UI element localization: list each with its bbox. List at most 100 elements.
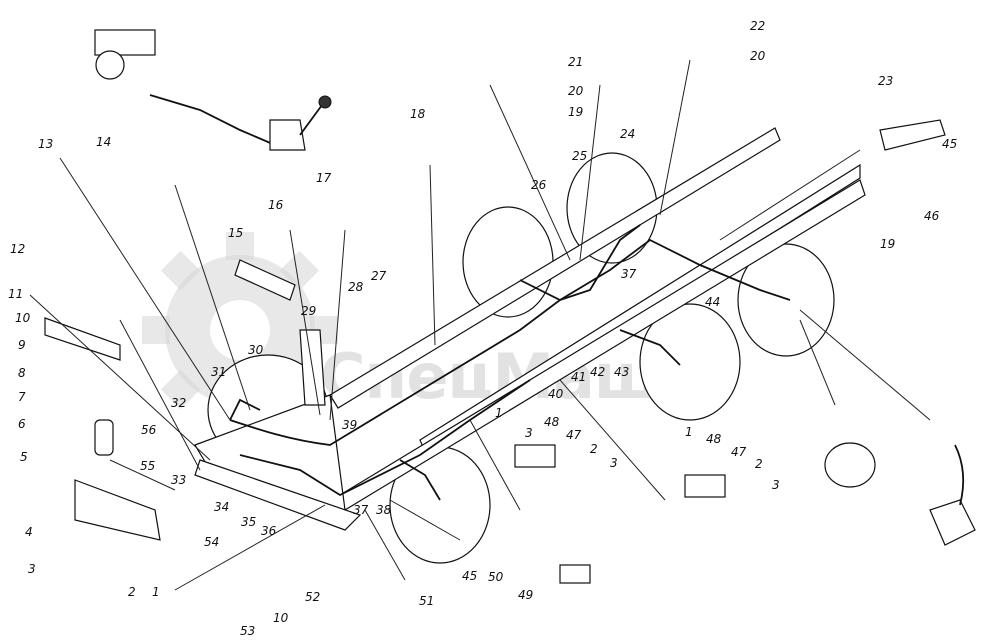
callout-label: 28 [348, 280, 364, 294]
callout-label: 16 [268, 198, 284, 212]
callout-label: 2 [128, 585, 136, 599]
front-bumper [194, 459, 362, 531]
tee-fitting-rear [684, 474, 726, 498]
callout-label: 27 [371, 269, 387, 283]
callout-label: 12 [10, 242, 25, 256]
callout-label: 43 [614, 365, 629, 379]
lever-knob [318, 95, 332, 109]
callout-label: 52 [305, 590, 320, 604]
callout-label: 40 [548, 387, 564, 401]
callout-label: 10 [15, 311, 31, 325]
callout-label: 47 [731, 445, 747, 459]
hand-brake-bracket [269, 119, 306, 151]
exploded-parts [44, 29, 976, 584]
callout-label: 54 [204, 535, 219, 549]
callout-label: 11 [8, 287, 23, 301]
callout-label: 20 [750, 49, 766, 63]
brake-lines [149, 94, 791, 501]
callout-label: 25 [572, 149, 587, 163]
callout-label: 6 [18, 417, 26, 431]
callout-label: 22 [750, 19, 765, 33]
wheel-rear-right-1 [639, 303, 741, 421]
hose-fitting [94, 419, 114, 456]
control-line [149, 94, 276, 146]
callout-label: 47 [566, 428, 582, 442]
callout-label: 17 [316, 171, 332, 185]
callout-label: 2 [755, 457, 763, 471]
flexible-hose [954, 444, 965, 506]
wheel-rear-right-2 [737, 243, 835, 357]
callout-label: 19 [568, 105, 583, 119]
crossmember-bracket [879, 119, 946, 151]
hose-end [559, 564, 591, 584]
callout-label: 42 [590, 365, 605, 379]
callout-label: 20 [568, 84, 584, 98]
callout-label: 34 [214, 500, 229, 514]
callout-label: 33 [171, 473, 186, 487]
callout-label: 48 [706, 432, 722, 446]
callout-label: 49 [518, 588, 533, 602]
callout-label: 36 [261, 524, 277, 538]
callout-label: 19 [880, 237, 895, 251]
callout-label: 9 [18, 338, 26, 352]
callout-label: 26 [531, 178, 547, 192]
callout-label: 18 [410, 107, 426, 121]
hand-brake-lever [299, 104, 323, 136]
brake-caliper [929, 499, 976, 546]
callout-label: 4 [25, 525, 33, 539]
callout-label: 38 [376, 503, 392, 517]
callout-label: 10 [273, 611, 289, 625]
front-right-brake-line [399, 459, 441, 501]
callout-label: 21 [568, 55, 583, 69]
callout-label: 50 [488, 570, 504, 584]
callout-label: 2 [590, 442, 598, 456]
tee-fitting-front [514, 444, 556, 468]
brake-hose [234, 259, 296, 301]
mounting-bracket [44, 317, 121, 361]
rear-right-brake-line [619, 329, 681, 366]
callout-label: 1 [495, 406, 503, 420]
callout-label: 1 [152, 585, 160, 599]
callout-label: 23 [878, 74, 893, 88]
callout-label: 1 [685, 425, 693, 439]
callout-label: 30 [248, 343, 264, 357]
callout-label: 35 [241, 515, 256, 529]
valve-bracket [94, 29, 156, 56]
callout-label: 3 [610, 456, 618, 470]
callout-label: 3 [772, 478, 780, 492]
front-left-brake-line [229, 398, 261, 421]
bracket-plate [74, 479, 161, 541]
callout-label: 31 [211, 365, 226, 379]
callout-label: 46 [924, 209, 940, 223]
callout-label: 53 [240, 624, 255, 638]
callout-label: 51 [419, 594, 434, 608]
callout-label: 8 [18, 366, 26, 380]
leader-lines [29, 59, 931, 591]
callout-label: 37 [353, 503, 369, 517]
callout-labels: 1 1 1 2 2 2 3 3 3 3 4 5 6 7 8 9 10 10 11… [8, 19, 957, 638]
callout-label: 37 [621, 267, 637, 281]
callout-label: 32 [171, 396, 186, 410]
brake-chamber [824, 442, 876, 488]
brake-valve [95, 50, 125, 80]
callout-label: 29 [301, 304, 316, 318]
callout-label: 48 [544, 415, 560, 429]
callout-label: 45 [462, 569, 477, 583]
callout-label: 41 [571, 370, 586, 384]
callout-label: 45 [942, 137, 957, 151]
callout-label: 56 [141, 423, 157, 437]
callout-label: 3 [28, 562, 36, 576]
callout-label: 24 [620, 127, 635, 141]
callout-label: 15 [228, 226, 243, 240]
callout-label: 7 [18, 390, 26, 404]
callout-label: 14 [96, 135, 111, 149]
callout-label: 39 [342, 418, 357, 432]
callout-label: 13 [38, 137, 53, 151]
callout-label: 44 [705, 295, 720, 309]
main-brake-line [229, 238, 791, 446]
rear-brake-line [519, 224, 641, 301]
callout-label: 5 [20, 450, 28, 464]
callout-label: 55 [140, 459, 155, 473]
